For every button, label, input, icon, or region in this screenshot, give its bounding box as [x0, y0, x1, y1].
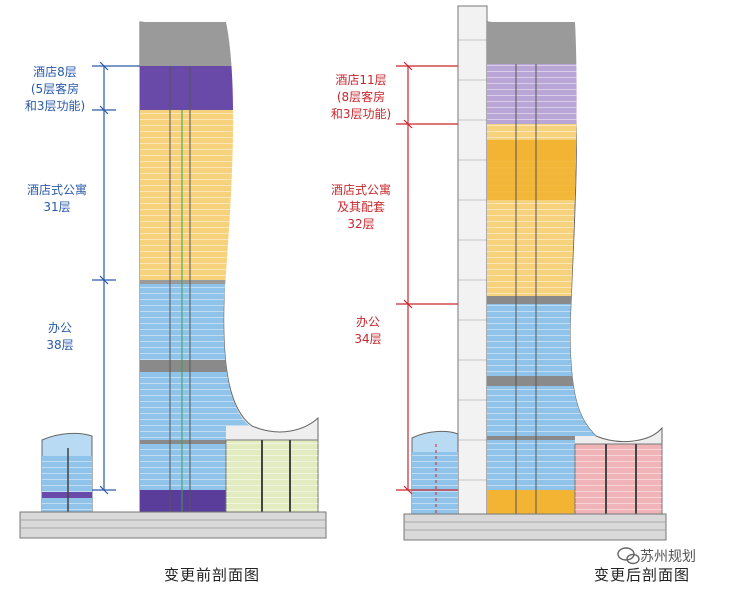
- after-tower: [403, 5, 667, 541]
- before-caption: 变更前剖面图: [164, 566, 261, 584]
- before-dimension-line: [92, 61, 140, 495]
- before-apartment-label: 酒店式公寓 31层: [26, 183, 87, 214]
- after-dimension-line: [396, 61, 458, 495]
- after-apartment-label: 酒店式公寓 及其配套 32层: [330, 183, 391, 231]
- after-hotel-label: 酒店11层 (8层客房 和3层功能): [330, 73, 392, 121]
- before-hotel-zone: [140, 66, 250, 110]
- before-office-label: 办公 38层: [46, 321, 74, 352]
- after-office-label: 办公 34层: [354, 315, 382, 346]
- watermark-text: 苏州规划: [640, 549, 696, 565]
- wechat-bubble-icon: [617, 547, 640, 565]
- after-caption: 变更后剖面图: [594, 566, 691, 584]
- before-hotel-label: 酒店8层 (5层客房 和3层功能): [24, 65, 86, 113]
